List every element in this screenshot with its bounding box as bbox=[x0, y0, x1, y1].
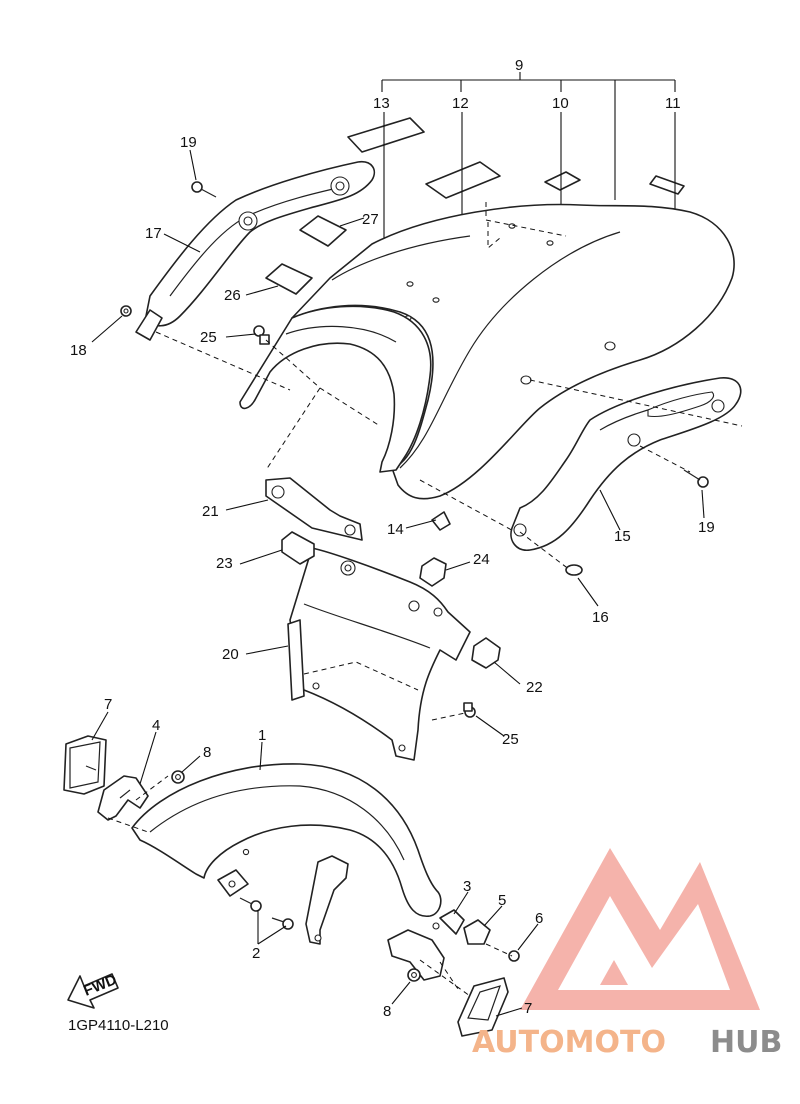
fwd-arrow-icon: FWD bbox=[67, 971, 119, 1009]
callout-13: 13 bbox=[373, 95, 390, 112]
callout-numbers: 9 13 12 10 11 19 17 27 26 25 18 19 21 14… bbox=[70, 57, 715, 1020]
callout-23: 23 bbox=[216, 555, 233, 572]
reflector-stay-5 bbox=[463, 919, 491, 945]
callout-7-left: 7 bbox=[104, 696, 112, 713]
callout-3: 3 bbox=[463, 878, 471, 895]
reflector-7-left bbox=[63, 735, 107, 795]
callout-17: 17 bbox=[145, 225, 162, 242]
screw-18 bbox=[120, 305, 132, 317]
callout-26: 26 bbox=[224, 287, 241, 304]
nut-8-left bbox=[171, 770, 185, 784]
clip-25-top bbox=[253, 325, 270, 345]
bracket-plate-21 bbox=[265, 477, 363, 541]
callout-8-right: 8 bbox=[383, 1003, 391, 1020]
front-fender bbox=[131, 763, 442, 917]
callout-8-left: 8 bbox=[203, 744, 211, 761]
bolt-2b bbox=[271, 917, 294, 930]
screw-16 bbox=[565, 564, 583, 576]
callout-27: 27 bbox=[362, 211, 379, 228]
rear-fender-inner bbox=[239, 305, 432, 473]
callout-24: 24 bbox=[473, 551, 490, 568]
clip-14 bbox=[431, 511, 451, 531]
callout-25-top: 25 bbox=[200, 329, 217, 346]
inner-fender-20 bbox=[287, 547, 471, 761]
callout-11: 11 bbox=[665, 95, 681, 112]
callout-16: 16 bbox=[592, 609, 609, 626]
callout-7-right: 7 bbox=[524, 1000, 532, 1017]
pad-22 bbox=[471, 637, 501, 669]
callout-19-top: 19 bbox=[180, 134, 197, 151]
callout-18: 18 bbox=[70, 342, 87, 359]
pad-23 bbox=[281, 531, 315, 565]
bolt-19-top bbox=[191, 181, 217, 198]
callout-25-lower: 25 bbox=[502, 731, 519, 748]
reflector-7-right bbox=[457, 977, 509, 1037]
assembly-line bbox=[155, 331, 531, 541]
nut-6 bbox=[508, 950, 520, 962]
pad-26 bbox=[265, 263, 313, 295]
clip-25-lower bbox=[463, 702, 476, 718]
bolt-19-right bbox=[683, 469, 709, 488]
callout-15: 15 bbox=[614, 528, 631, 545]
reflector-bracket-3 bbox=[387, 909, 465, 981]
watermark-automoto: AUTOMOTO bbox=[472, 1025, 666, 1060]
reflector-bracket-4 bbox=[85, 765, 149, 821]
callout-22: 22 bbox=[526, 679, 543, 696]
callout-20: 20 bbox=[222, 646, 239, 663]
side-bracket-right bbox=[510, 375, 743, 571]
callout-10: 10 bbox=[552, 95, 569, 112]
side-bracket-left bbox=[135, 160, 376, 341]
assembly-line bbox=[107, 775, 169, 833]
watermark-logo bbox=[520, 848, 760, 1010]
pad-24 bbox=[419, 557, 447, 587]
nut-8-right bbox=[407, 968, 421, 982]
callout-19-right: 19 bbox=[698, 519, 715, 536]
callout-12: 12 bbox=[452, 95, 469, 112]
fender-stay bbox=[305, 855, 349, 945]
rear-fender bbox=[291, 202, 735, 500]
callout-9: 9 bbox=[515, 57, 523, 74]
callout-9-bracket bbox=[381, 72, 676, 200]
callout-1: 1 bbox=[258, 727, 266, 744]
part-code: 1GP4110-L210 bbox=[68, 1017, 169, 1034]
assembly-line bbox=[419, 943, 513, 997]
callout-6: 6 bbox=[535, 910, 543, 927]
callout-leaders bbox=[91, 149, 705, 1017]
callout-4: 4 bbox=[152, 717, 160, 734]
callout-5: 5 bbox=[498, 892, 506, 909]
watermark-hub: HUB bbox=[710, 1025, 782, 1060]
callout-21: 21 bbox=[202, 503, 219, 520]
pad-27 bbox=[299, 215, 347, 247]
watermark-text: AUTOMOTO HUB bbox=[472, 1025, 782, 1060]
callout-14: 14 bbox=[387, 521, 404, 538]
callout-2: 2 bbox=[252, 945, 260, 962]
bolt-2a bbox=[239, 897, 262, 912]
